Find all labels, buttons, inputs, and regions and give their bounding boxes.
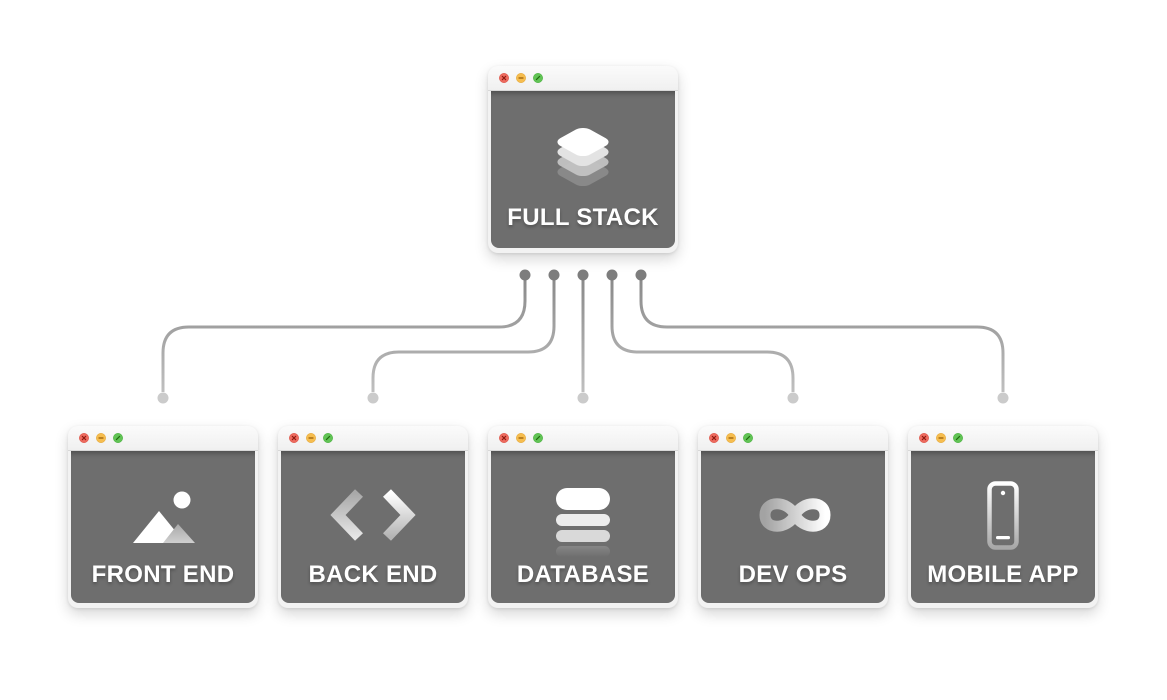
node-window-mobile-app[interactable]: MOBILE APP: [908, 426, 1098, 608]
close-icon: [79, 433, 89, 443]
node-label: MOBILE APP: [927, 561, 1079, 588]
connector-frontend: [161, 276, 527, 392]
node-label: DATABASE: [516, 561, 650, 588]
connector-end-dots: [157, 392, 1009, 404]
zoom-icon: [743, 433, 753, 443]
window-titlebar: [68, 426, 258, 451]
close-button[interactable]: [709, 433, 719, 443]
database-icon: [551, 484, 615, 565]
zoom-button[interactable]: [533, 433, 543, 443]
image-icon: [125, 487, 201, 558]
minimize-button[interactable]: [936, 433, 946, 443]
window-titlebar: [278, 426, 468, 451]
close-button[interactable]: [499, 73, 509, 83]
node-window-dev-ops[interactable]: DEV OPS: [698, 426, 888, 608]
minimize-icon: [96, 433, 106, 443]
minimize-icon: [516, 73, 526, 83]
node-window-database[interactable]: DATABASE: [488, 426, 678, 608]
minimize-button[interactable]: [516, 433, 526, 443]
zoom-button[interactable]: [533, 73, 543, 83]
window-body: DEV OPS: [701, 451, 885, 603]
zoom-icon: [953, 433, 963, 443]
layers-icon: [540, 118, 626, 207]
minimize-icon: [726, 433, 736, 443]
infinity-icon: [737, 489, 849, 546]
minimize-button[interactable]: [96, 433, 106, 443]
code-icon: [325, 486, 421, 549]
close-icon: [709, 433, 719, 443]
window-body: FULL STACK: [491, 91, 675, 248]
minimize-button[interactable]: [516, 73, 526, 83]
close-icon: [919, 433, 929, 443]
zoom-icon: [323, 433, 333, 443]
window-titlebar: [488, 66, 678, 91]
zoom-button[interactable]: [743, 433, 753, 443]
close-icon: [499, 433, 509, 443]
window-titlebar: [698, 426, 888, 451]
connector-devops: [610, 276, 795, 392]
window-body: MOBILE APP: [911, 451, 1095, 603]
close-icon: [499, 73, 509, 83]
node-label: DEV OPS: [738, 561, 848, 588]
window-titlebar: [488, 426, 678, 451]
node-window-back-end[interactable]: BACK END: [278, 426, 468, 608]
minimize-button[interactable]: [306, 433, 316, 443]
connector-backend: [371, 276, 556, 392]
zoom-icon: [113, 433, 123, 443]
zoom-icon: [533, 73, 543, 83]
mobile-icon: [983, 480, 1023, 557]
minimize-icon: [516, 433, 526, 443]
zoom-button[interactable]: [323, 433, 333, 443]
node-label: FRONT END: [91, 561, 235, 588]
close-button[interactable]: [289, 433, 299, 443]
close-button[interactable]: [79, 433, 89, 443]
window-titlebar: [908, 426, 1098, 451]
close-button[interactable]: [919, 433, 929, 443]
node-label: FULL STACK: [507, 204, 659, 231]
close-button[interactable]: [499, 433, 509, 443]
node-window-front-end[interactable]: FRONT END: [68, 426, 258, 608]
connector-mobileapp: [639, 276, 1005, 392]
window-body: BACK END: [281, 451, 465, 603]
window-body: DATABASE: [491, 451, 675, 603]
node-window-full-stack[interactable]: FULL STACK: [488, 66, 678, 253]
connector-origin-dots: [519, 269, 647, 281]
minimize-icon: [936, 433, 946, 443]
zoom-button[interactable]: [113, 433, 123, 443]
minimize-icon: [306, 433, 316, 443]
window-body: FRONT END: [71, 451, 255, 603]
close-icon: [289, 433, 299, 443]
minimize-button[interactable]: [726, 433, 736, 443]
zoom-icon: [533, 433, 543, 443]
zoom-button[interactable]: [953, 433, 963, 443]
node-label: BACK END: [308, 561, 438, 588]
